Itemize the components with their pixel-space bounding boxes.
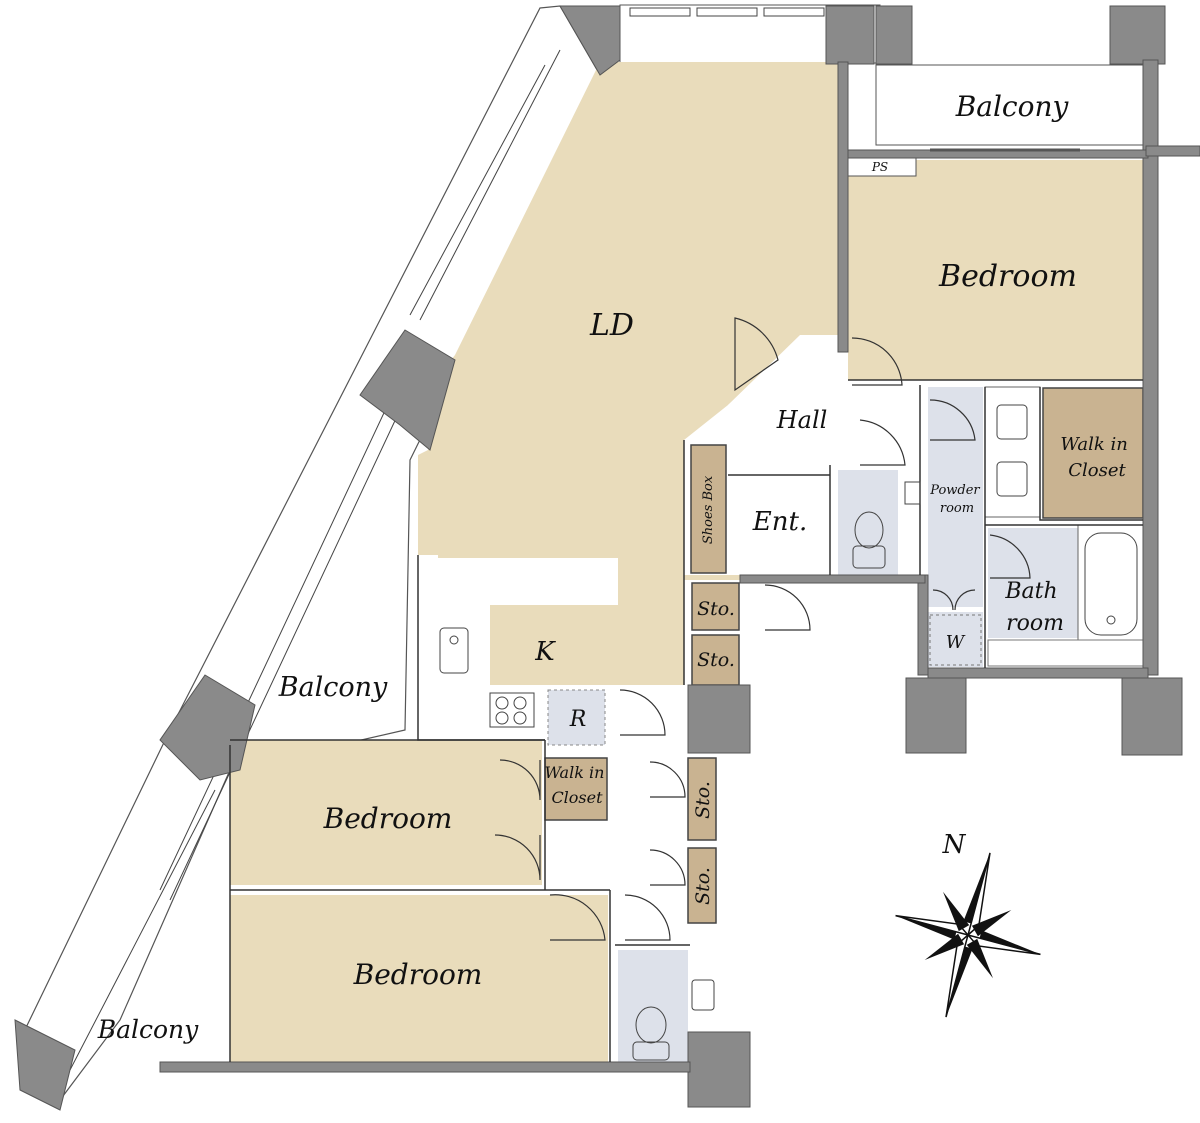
partitions xyxy=(229,379,1143,1062)
room-label-kitchen: K xyxy=(534,637,556,667)
storage-4 xyxy=(687,847,717,924)
hall-floor xyxy=(728,340,920,575)
doors xyxy=(494,317,1031,941)
room-label-bedroom-ne: Bedroom xyxy=(938,259,1077,294)
kitchen-counter xyxy=(438,558,618,740)
room-label-wic-w: Walk in Closet xyxy=(544,763,609,807)
room-label-hall: Hall xyxy=(776,406,828,434)
room-label-bedroom-w1: Bedroom xyxy=(323,802,453,835)
room-label-wic-ne: Walk in Closet xyxy=(1060,434,1133,481)
storage-2 xyxy=(691,634,740,686)
room-label-shoes-box: Shoes Box xyxy=(701,475,716,544)
bedroom-ne-floor xyxy=(848,160,1143,380)
room-label-bath-room: Bath room xyxy=(1004,579,1064,636)
storage-1 xyxy=(691,582,740,631)
bedroom-w2-floor xyxy=(230,895,608,1062)
living-dining-area xyxy=(418,62,838,685)
room-label-entrance: Ent. xyxy=(752,507,807,537)
room-label-balcony-w: Balcony xyxy=(278,672,388,703)
room-label-storage-1: Sto. xyxy=(697,598,735,620)
room-label-storage-3: Sto. xyxy=(692,781,714,819)
walls xyxy=(14,5,1200,1111)
room-label-balcony-sw: Balcony xyxy=(97,1015,199,1044)
compass-rose-icon: N xyxy=(895,830,1041,1018)
fixtures xyxy=(439,148,1138,1061)
balcony-ne-floor xyxy=(875,64,1147,146)
room-label-pipe-space: PS xyxy=(871,160,888,174)
compass-north-label: N xyxy=(942,830,967,860)
powder-room-floor xyxy=(928,387,983,607)
shoes-box xyxy=(690,444,727,574)
walk-in-closet-ne-floor xyxy=(1042,387,1144,519)
room-label-ld: LD xyxy=(589,308,634,343)
room-label-washer: W xyxy=(946,632,966,653)
bedroom-w1-floor xyxy=(230,740,542,885)
room-label-powder-room: Powder room xyxy=(929,483,984,516)
toilet-room-2 xyxy=(618,950,688,1062)
storage-3 xyxy=(687,757,717,841)
room-label-bedroom-w2: Bedroom xyxy=(353,958,483,991)
labels: LD K R Hall Ent. Shoes Box Powder room W… xyxy=(97,90,1133,1044)
toilet-room-1 xyxy=(838,470,898,575)
refrigerator-space xyxy=(547,689,606,746)
room-label-storage-4: Sto. xyxy=(692,867,714,905)
room-label-balcony-ne: Balcony xyxy=(955,90,1070,123)
bath-room-floor xyxy=(988,528,1078,638)
washer-space xyxy=(928,612,983,667)
room-label-storage-2: Sto. xyxy=(697,649,735,671)
room-label-refrigerator: R xyxy=(569,707,587,732)
walk-in-closet-w-floor xyxy=(544,757,608,821)
